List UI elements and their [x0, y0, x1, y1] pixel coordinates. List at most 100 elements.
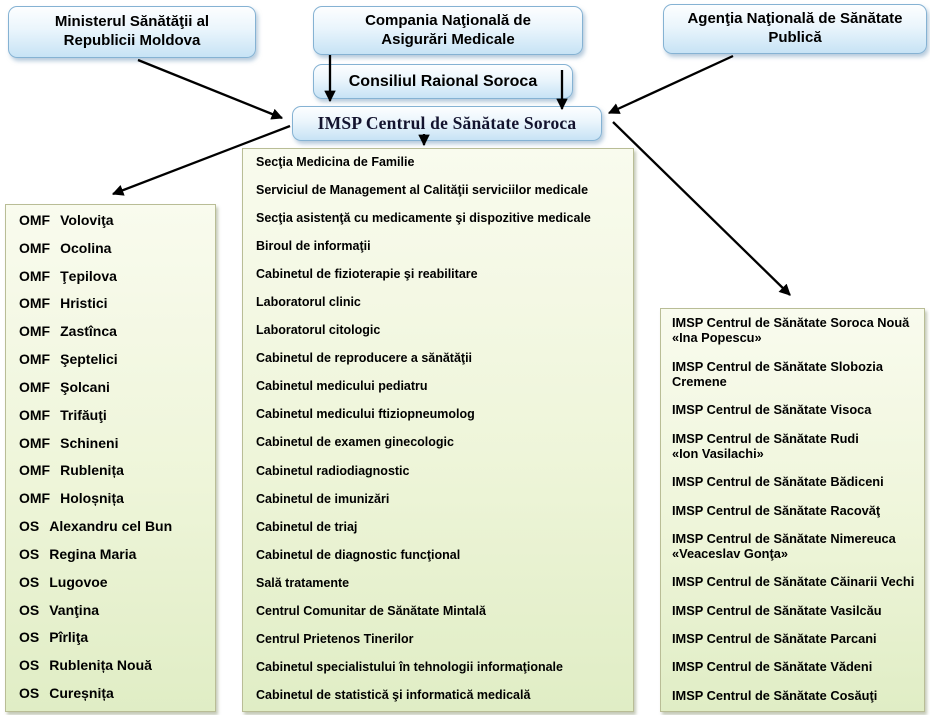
org-unit-item: OMF Trifăuţi [19, 407, 211, 424]
org-unit-item: OMF Ţepilova [19, 268, 211, 285]
box-compania-label: Compania Naţională de Asigurări Medicale [365, 11, 531, 48]
org-unit-name: Trifăuţi [60, 406, 107, 423]
health-center-item: IMSP Centrul de Sănătate Bădiceni [672, 474, 884, 490]
org-unit-type: OMF [19, 323, 51, 340]
health-center-item: IMSP Centrul de Sănătate Soroca Nouă «In… [672, 315, 910, 346]
org-unit-type: OMF [19, 267, 51, 284]
box-ministerul-sanatatii: Ministerul Sănătăţii al Republicii Moldo… [8, 6, 256, 58]
org-unit-name: Alexandru cel Bun [49, 518, 173, 535]
org-unit-type: OMF [19, 462, 51, 479]
box-consiliul-label: Consiliul Raional Soroca [348, 72, 538, 90]
health-center-item: IMSP Centrul de Sănătate Rudi «Ion Vasil… [672, 430, 859, 461]
org-unit-item: OS Alexandru cel Bun [19, 518, 211, 535]
org-unit-name: Zastînca [60, 323, 117, 340]
org-unit-type: OMF [19, 239, 51, 256]
org-unit-type: OS [19, 629, 40, 646]
department-item: Cabinetul de examen ginecologic [256, 435, 454, 450]
org-unit-item: OMF Ocolina [19, 240, 211, 257]
org-unit-type: OS [19, 657, 40, 674]
box-ministerul-label: Ministerul Sănătăţii al Republicii Moldo… [54, 13, 210, 49]
org-unit-name: Hristici [60, 295, 108, 312]
org-unit-name: Rublenița [60, 462, 124, 479]
department-item: Serviciul de Management al Calităţii ser… [256, 183, 589, 198]
org-unit-type: OS [19, 545, 40, 562]
department-item: Biroul de informaţii [256, 239, 371, 254]
department-item: Sală tratamente [256, 575, 350, 590]
org-unit-item: OS Pîrliţa [19, 629, 211, 646]
health-center-item: IMSP Centrul de Sănătate Vasilcău [672, 602, 882, 618]
org-unit-item: OMF Zastînca [19, 323, 211, 340]
org-unit-name: Şolcani [60, 378, 110, 395]
org-unit-item: OMF Şolcani [19, 379, 211, 396]
health-center-item: IMSP Centrul de Sănătate Racovăţ [672, 502, 881, 518]
org-unit-type: OS [19, 685, 40, 702]
org-unit-item: OMF Holoșnița [19, 490, 211, 507]
health-center-item: IMSP Centrul de Sănătate Parcani [672, 631, 877, 647]
org-unit-item: OMF Rublenița [19, 462, 211, 479]
arrow-minister-to-imsp [137, 58, 284, 120]
org-unit-item: OMF Hristici [19, 295, 211, 312]
box-imsp-label: IMSP Centrul de Sănătate Soroca [317, 112, 577, 133]
arrow-ansp-to-imsp [607, 54, 734, 115]
box-agentia-sanatate-publica: Agenţia Naţională de Sănătate Publică [663, 4, 927, 54]
org-unit-name: Lugovoe [49, 573, 108, 590]
department-item: Centrul Comunitar de Sănătate Mintală [256, 603, 486, 618]
org-unit-item: OMF Voloviţa [19, 212, 211, 229]
org-unit-name: Vanţina [49, 601, 100, 618]
org-unit-type: OMF [19, 378, 51, 395]
department-item: Centrul Prietenos Tinerilor [256, 631, 414, 646]
department-item: Secţia asistenţă cu medicamente şi dispo… [256, 211, 591, 226]
org-unit-name: Voloviţa [60, 212, 114, 228]
health-center-item: IMSP Centrul de Sănătate Căinarii Vechi [672, 574, 915, 590]
org-unit-item: OS Regina Maria [19, 546, 211, 563]
org-unit-name: Pîrliţa [49, 629, 89, 646]
org-unit-name: Ţepilova [60, 267, 117, 284]
org-unit-type: OS [19, 518, 40, 535]
department-item: Laboratorul citologic [256, 323, 381, 338]
org-unit-name: Regina Maria [49, 545, 137, 562]
org-unit-item: OS Cureșnița [19, 685, 211, 702]
department-item: Cabinetul de imunizări [256, 491, 390, 506]
org-unit-type: OMF [19, 295, 51, 312]
department-item: Cabinetul de statistică şi informatică m… [256, 687, 531, 702]
department-item: Cabinetul specialistului în tehnologii i… [256, 659, 563, 674]
health-center-item: IMSP Centrul de Sănătate Slobozia Cremen… [672, 358, 883, 389]
org-unit-name: Schineni [60, 434, 119, 451]
department-item: Cabinetul medicului pediatru [256, 379, 428, 394]
org-unit-type: OMF [19, 434, 51, 451]
department-item: Secţia Medicina de Familie [256, 155, 415, 169]
department-item: Cabinetul de reproducere a sănătăţii [256, 351, 473, 366]
health-center-item: IMSP Centrul de Sănătate Cosăuţi [672, 687, 878, 703]
department-item: Cabinetul de triaj [256, 519, 358, 534]
box-imsp-centrul-soroca: IMSP Centrul de Sănătate Soroca [292, 106, 602, 141]
org-unit-item: OS Lugovoe [19, 574, 211, 591]
org-unit-name: Holoșnița [60, 490, 124, 507]
right-panel-health-centers-list: IMSP Centrul de Sănătate Soroca Nouă «In… [660, 308, 925, 712]
department-item: Laboratorul clinic [256, 295, 361, 310]
box-compania-asigurari: Compania Naţională de Asigurări Medicale [313, 6, 583, 55]
health-center-item: IMSP Centrul de Sănătate Vădeni [672, 659, 873, 675]
department-item: Cabinetul radiodiagnostic [256, 463, 410, 478]
org-unit-item: OS Rublenița Nouă [19, 657, 211, 674]
left-panel-omf-os-list: OMF Voloviţa OMF Ocolina OMF Ţepilova OM… [5, 204, 216, 712]
org-unit-type: OS [19, 601, 40, 618]
org-unit-item: OMF Schineni [19, 435, 211, 452]
arrow-imsp-to-right-panel [612, 121, 791, 296]
health-center-item: IMSP Centrul de Sănătate Visoca [672, 402, 872, 418]
middle-panel-departments-list: Secţia Medicina de Familie Serviciul de … [242, 148, 634, 712]
org-unit-name: Ocolina [60, 239, 112, 256]
health-center-item: IMSP Centrul de Sănătate Nimereuca «Veac… [672, 530, 896, 562]
box-consiliul-raional: Consiliul Raional Soroca [313, 64, 573, 99]
org-unit-name: Rublenița Nouă [49, 657, 152, 674]
department-item: Cabinetul de fizioterapie şi reabilitare [256, 267, 478, 282]
org-unit-item: OMF Şeptelici [19, 351, 211, 368]
department-item: Cabinetul medicului ftiziopneumolog [256, 407, 475, 422]
org-unit-item: OS Vanţina [19, 602, 211, 619]
org-unit-name: Cureșnița [49, 685, 114, 702]
org-unit-type: OMF [19, 406, 51, 423]
org-unit-type: OMF [19, 351, 51, 368]
box-agentia-label: Agenţia Naţională de Sănătate Publică [687, 10, 903, 46]
org-unit-type: OMF [19, 212, 51, 228]
department-item: Cabinetul de diagnostic funcţional [256, 547, 461, 562]
